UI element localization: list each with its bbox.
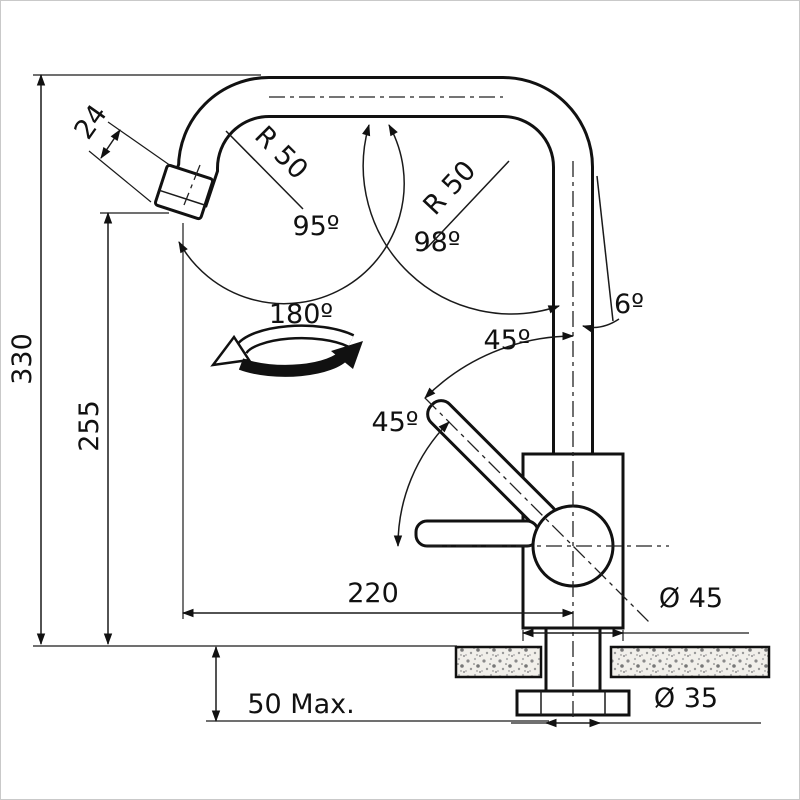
label-45-upper: 45º bbox=[483, 325, 530, 356]
label-r50-right: R 50 bbox=[417, 155, 482, 221]
label-r50-left: R 50 bbox=[248, 120, 314, 186]
countertop-left-slab bbox=[454, 645, 543, 679]
label-45-lower: 45º bbox=[371, 407, 418, 438]
label-dia-35: Ø 35 bbox=[654, 683, 718, 714]
label-98: 98º bbox=[413, 227, 460, 258]
label-220: 220 bbox=[347, 578, 399, 609]
center-lines bbox=[183, 96, 669, 719]
label-50-max: 50 Max. bbox=[247, 689, 354, 720]
label-6: 6º bbox=[614, 289, 644, 320]
label-dia-45: Ø 45 bbox=[659, 583, 723, 614]
dim-height-330: 330 bbox=[7, 73, 457, 647]
label-330: 330 bbox=[7, 333, 38, 385]
countertop bbox=[454, 645, 771, 679]
dim-counter-50max: 50 Max. bbox=[206, 645, 549, 723]
swivel-arrow-solid bbox=[238, 350, 350, 377]
dim-hole-dia-35: Ø 35 bbox=[511, 683, 761, 728]
swivel-arrowhead-outline bbox=[210, 334, 252, 367]
dim-height-255: 255 bbox=[74, 211, 169, 646]
label-24: 24 bbox=[68, 99, 113, 145]
label-255: 255 bbox=[74, 400, 105, 452]
handle-diagonal-center-line bbox=[424, 397, 650, 623]
swivel-symbol: 180º bbox=[210, 299, 363, 377]
label-95: 95º bbox=[292, 211, 339, 242]
dim-base-dia-45: Ø 45 bbox=[521, 583, 749, 641]
countertop-right-slab bbox=[609, 645, 771, 679]
swivel-arrowhead-solid bbox=[331, 341, 363, 369]
dim-reach-220: 220 bbox=[181, 223, 575, 619]
handle-lever-horizontal bbox=[414, 519, 540, 548]
dim-outlet-24: 24 bbox=[68, 99, 172, 203]
